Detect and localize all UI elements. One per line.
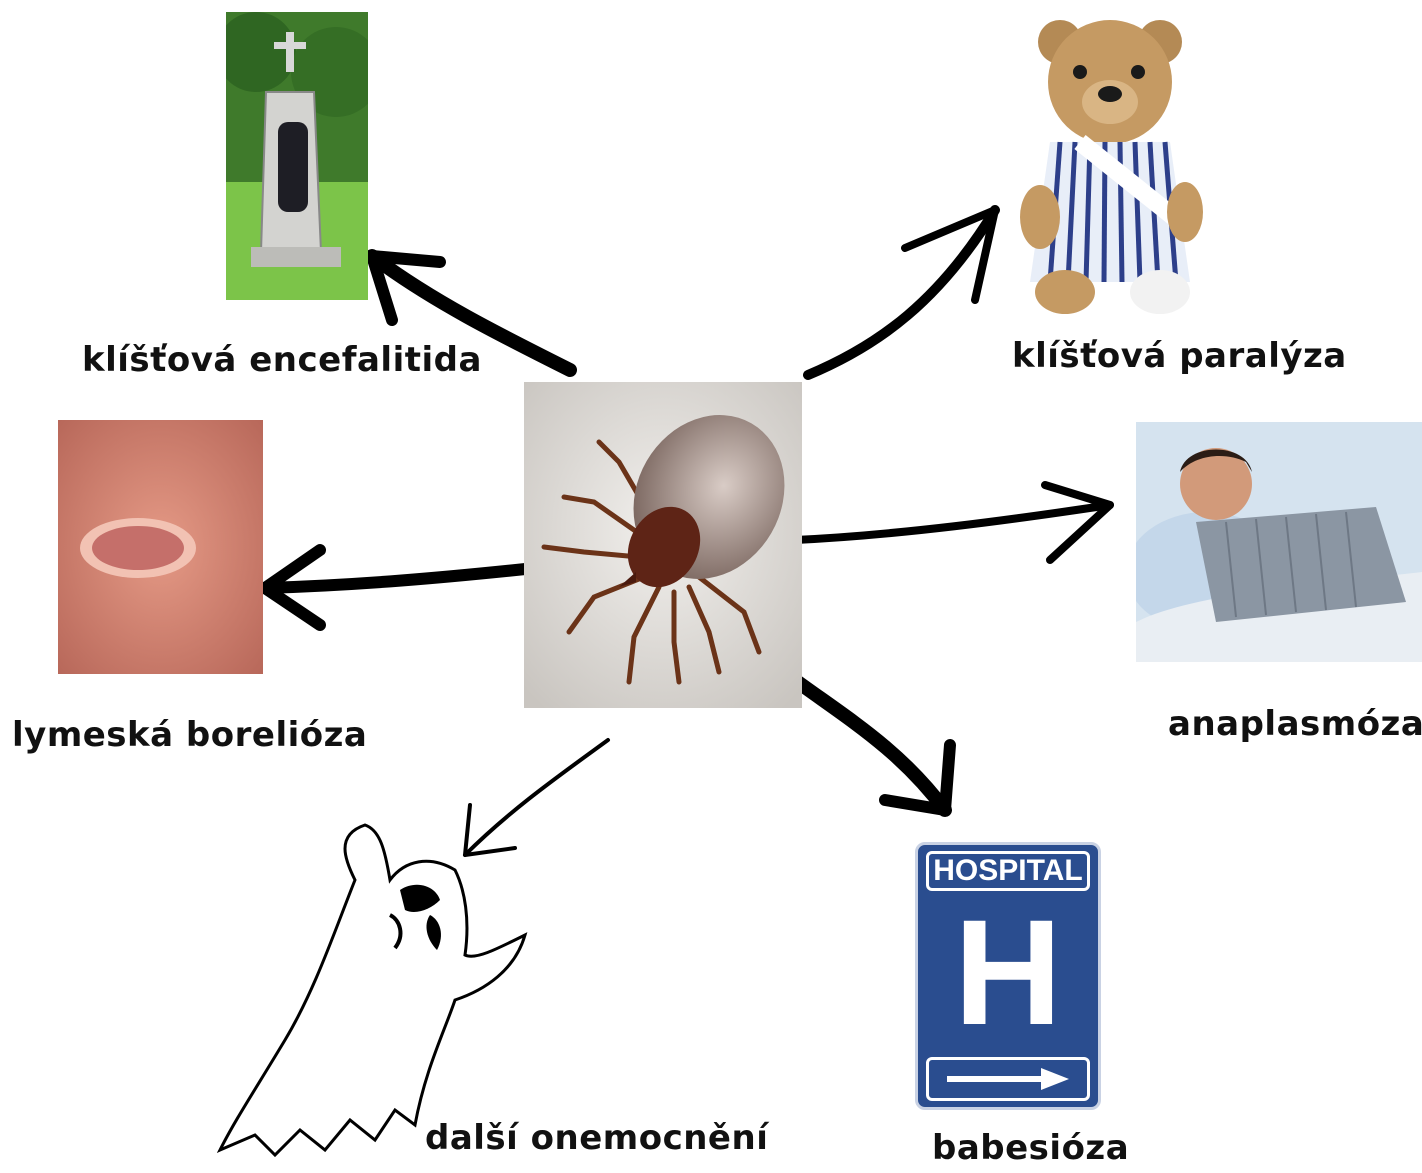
gravestone-icon bbox=[226, 12, 368, 300]
label-paralysis: klíšťová paralýza bbox=[1012, 336, 1347, 376]
hospital-sign-title: HOSPITAL bbox=[926, 851, 1090, 891]
label-other: další onemocnění bbox=[425, 1118, 768, 1158]
hospital-sign-arrow-panel bbox=[926, 1057, 1090, 1101]
label-encephalitis: klíšťová encefalitida bbox=[82, 340, 482, 380]
ghost-icon bbox=[215, 820, 535, 1160]
teddy-bear-icon bbox=[1010, 2, 1206, 324]
label-babesiosis: babesióza bbox=[932, 1128, 1129, 1168]
sick-man-icon bbox=[1136, 422, 1422, 662]
arrow-to-borreliosis bbox=[265, 568, 535, 588]
ghost-drawing bbox=[215, 820, 535, 1160]
label-borreliosis: lymeská borelióza bbox=[12, 715, 367, 755]
tick-photo bbox=[524, 382, 802, 708]
rash-icon bbox=[58, 420, 263, 674]
arrow-to-babesiosis bbox=[795, 680, 945, 810]
hospital-sign: HOSPITAL H bbox=[915, 842, 1101, 1110]
gravestone-photo bbox=[226, 12, 368, 300]
hospital-sign-letter: H bbox=[926, 897, 1090, 1047]
right-arrow-icon bbox=[929, 1060, 1087, 1098]
label-anaplasmosis: anaplasmóza bbox=[1168, 704, 1422, 744]
erythema-rash-photo bbox=[58, 420, 263, 674]
injured-teddy-bear bbox=[1010, 2, 1206, 324]
tick-icon bbox=[524, 382, 802, 708]
arrow-to-anaplasmosis bbox=[795, 505, 1110, 540]
arrow-to-paralysis bbox=[808, 210, 995, 375]
sick-man-in-bed bbox=[1136, 422, 1422, 662]
arrowhead-anaplasmosis bbox=[1045, 485, 1110, 560]
